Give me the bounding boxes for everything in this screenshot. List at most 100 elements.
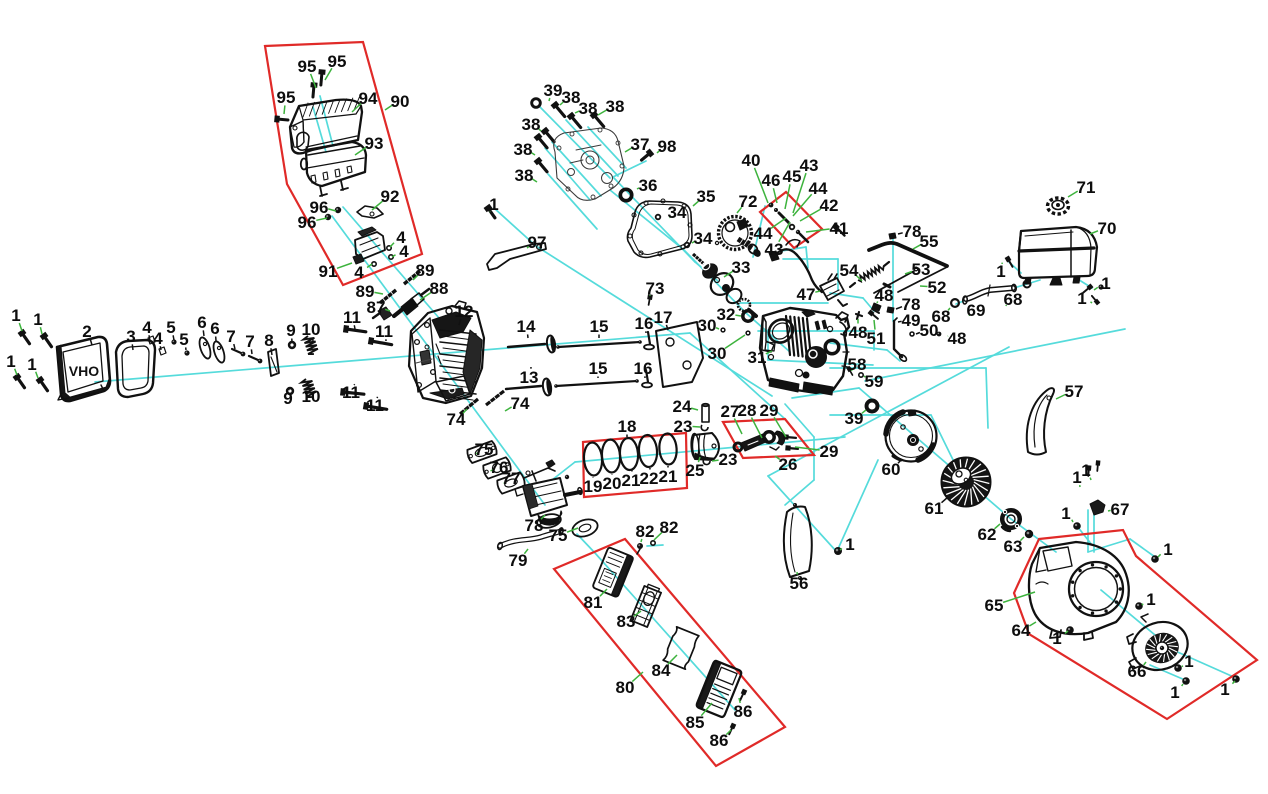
svg-text:32: 32 bbox=[717, 305, 736, 324]
svg-text:92: 92 bbox=[381, 187, 400, 206]
svg-text:4: 4 bbox=[142, 318, 152, 337]
svg-text:86: 86 bbox=[710, 731, 729, 750]
svg-text:24: 24 bbox=[673, 397, 692, 416]
svg-text:69: 69 bbox=[967, 301, 986, 320]
svg-text:9: 9 bbox=[283, 389, 292, 408]
svg-text:79: 79 bbox=[509, 551, 528, 570]
svg-text:18: 18 bbox=[618, 417, 637, 436]
svg-text:47: 47 bbox=[797, 285, 816, 304]
svg-text:83: 83 bbox=[617, 612, 636, 631]
svg-text:3: 3 bbox=[126, 327, 135, 346]
svg-text:1: 1 bbox=[11, 306, 20, 325]
svg-text:7: 7 bbox=[226, 327, 235, 346]
svg-text:1: 1 bbox=[33, 310, 42, 329]
svg-text:9: 9 bbox=[286, 321, 295, 340]
svg-text:51: 51 bbox=[867, 329, 886, 348]
svg-text:78: 78 bbox=[525, 516, 544, 535]
svg-text:1: 1 bbox=[1072, 468, 1081, 487]
svg-text:66: 66 bbox=[1128, 662, 1147, 681]
svg-text:67: 67 bbox=[1111, 500, 1130, 519]
svg-text:57: 57 bbox=[1065, 382, 1084, 401]
svg-text:74: 74 bbox=[511, 394, 530, 413]
svg-text:43: 43 bbox=[800, 156, 819, 175]
svg-text:10: 10 bbox=[302, 387, 321, 406]
svg-text:15: 15 bbox=[590, 317, 609, 336]
svg-text:11: 11 bbox=[375, 322, 393, 341]
svg-text:1: 1 bbox=[845, 535, 854, 554]
svg-text:44: 44 bbox=[754, 224, 773, 243]
svg-text:1: 1 bbox=[1081, 461, 1090, 480]
svg-text:54: 54 bbox=[840, 261, 859, 280]
svg-text:95: 95 bbox=[298, 57, 317, 76]
svg-text:25: 25 bbox=[686, 461, 705, 480]
svg-text:38: 38 bbox=[579, 99, 598, 118]
svg-text:48: 48 bbox=[849, 323, 868, 342]
svg-text:17: 17 bbox=[654, 308, 673, 327]
svg-text:1: 1 bbox=[1077, 289, 1086, 308]
svg-text:56: 56 bbox=[790, 574, 809, 593]
svg-text:90: 90 bbox=[391, 92, 410, 111]
svg-text:1: 1 bbox=[1052, 629, 1061, 648]
svg-text:7: 7 bbox=[245, 332, 254, 351]
svg-text:11: 11 bbox=[342, 383, 360, 402]
svg-text:10: 10 bbox=[302, 320, 321, 339]
svg-text:38: 38 bbox=[515, 166, 534, 185]
svg-text:1: 1 bbox=[1061, 504, 1070, 523]
svg-text:93: 93 bbox=[365, 134, 384, 153]
svg-text:12: 12 bbox=[455, 302, 474, 321]
svg-text:1: 1 bbox=[1163, 540, 1172, 559]
svg-text:40: 40 bbox=[742, 151, 761, 170]
svg-text:42: 42 bbox=[820, 196, 839, 215]
svg-text:35: 35 bbox=[697, 187, 716, 206]
svg-text:30: 30 bbox=[708, 344, 727, 363]
svg-text:75: 75 bbox=[475, 440, 494, 459]
svg-text:11: 11 bbox=[343, 308, 361, 327]
svg-text:64: 64 bbox=[1012, 621, 1031, 640]
svg-text:4: 4 bbox=[399, 242, 409, 261]
svg-text:68: 68 bbox=[932, 307, 951, 326]
svg-text:36: 36 bbox=[639, 176, 658, 195]
svg-text:1: 1 bbox=[996, 262, 1005, 281]
svg-text:1: 1 bbox=[489, 195, 498, 214]
svg-text:45: 45 bbox=[783, 167, 802, 186]
svg-text:70: 70 bbox=[1098, 219, 1117, 238]
svg-text:87: 87 bbox=[367, 298, 386, 317]
svg-text:43: 43 bbox=[765, 240, 784, 259]
svg-text:11: 11 bbox=[366, 396, 384, 415]
svg-text:96: 96 bbox=[298, 213, 317, 232]
svg-text:5: 5 bbox=[179, 330, 188, 349]
svg-text:31: 31 bbox=[748, 348, 767, 367]
svg-text:89: 89 bbox=[356, 282, 375, 301]
svg-text:16: 16 bbox=[634, 359, 653, 378]
svg-text:21: 21 bbox=[659, 467, 678, 486]
svg-text:22: 22 bbox=[640, 469, 659, 488]
svg-text:44: 44 bbox=[809, 179, 828, 198]
svg-text:5: 5 bbox=[166, 318, 175, 337]
svg-text:82: 82 bbox=[660, 518, 679, 537]
svg-text:59: 59 bbox=[865, 372, 884, 391]
svg-text:37: 37 bbox=[631, 135, 650, 154]
svg-text:1: 1 bbox=[1146, 590, 1155, 609]
svg-text:49: 49 bbox=[902, 311, 921, 330]
svg-text:4: 4 bbox=[396, 228, 406, 247]
svg-text:48: 48 bbox=[948, 329, 967, 348]
svg-text:26: 26 bbox=[779, 455, 798, 474]
svg-text:8: 8 bbox=[264, 331, 273, 350]
svg-text:61: 61 bbox=[925, 499, 944, 518]
svg-text:95: 95 bbox=[277, 88, 296, 107]
svg-text:13: 13 bbox=[520, 368, 539, 387]
svg-text:82: 82 bbox=[636, 522, 655, 541]
svg-text:81: 81 bbox=[584, 593, 603, 612]
svg-text:23: 23 bbox=[719, 450, 738, 469]
svg-text:29: 29 bbox=[820, 442, 839, 461]
svg-text:58: 58 bbox=[848, 355, 867, 374]
svg-text:86: 86 bbox=[734, 702, 753, 721]
svg-text:38: 38 bbox=[514, 140, 533, 159]
svg-text:39: 39 bbox=[845, 409, 864, 428]
svg-text:2: 2 bbox=[82, 322, 91, 341]
svg-text:6: 6 bbox=[210, 319, 219, 338]
svg-text:85: 85 bbox=[686, 713, 705, 732]
svg-text:38: 38 bbox=[606, 97, 625, 116]
svg-text:60: 60 bbox=[882, 460, 901, 479]
svg-text:75: 75 bbox=[549, 526, 568, 545]
